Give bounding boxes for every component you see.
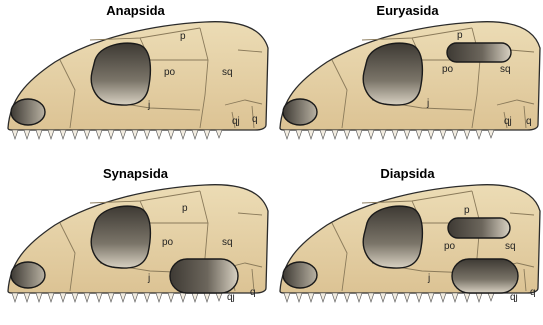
skull-diagram-synapsida: p po sq j qj q bbox=[0, 163, 271, 325]
panel-euryasida: Euryasida p po sq j qj q bbox=[272, 0, 543, 162]
upper-temporal-opening bbox=[447, 43, 511, 62]
label-sq: sq bbox=[222, 237, 233, 248]
label-sq: sq bbox=[500, 64, 511, 75]
skull-diagram-euryasida: p po sq j qj q bbox=[272, 0, 543, 162]
skull-diagram-diapsida: p po sq j qj q bbox=[272, 163, 543, 325]
label-q: q bbox=[526, 116, 532, 127]
panel-synapsida: Synapsida p po sq j qj q bbox=[0, 163, 271, 325]
skull-diagram-anapsida: p po sq j qj q bbox=[0, 0, 271, 162]
label-j: j bbox=[427, 273, 430, 284]
label-qj: qj bbox=[510, 292, 518, 303]
label-q: q bbox=[250, 287, 256, 298]
label-p: p bbox=[464, 205, 470, 216]
label-sq: sq bbox=[222, 67, 233, 78]
label-po: po bbox=[444, 241, 456, 252]
upper-temporal-opening bbox=[448, 218, 510, 238]
lower-temporal-opening bbox=[452, 259, 518, 293]
label-j: j bbox=[147, 100, 150, 111]
label-qj: qj bbox=[227, 292, 235, 303]
label-sq: sq bbox=[505, 241, 516, 252]
label-po: po bbox=[164, 67, 176, 78]
label-po: po bbox=[442, 64, 454, 75]
label-p: p bbox=[457, 30, 463, 41]
label-qj: qj bbox=[232, 116, 240, 127]
label-j: j bbox=[426, 98, 429, 109]
lower-temporal-opening bbox=[170, 259, 238, 293]
label-q: q bbox=[530, 287, 536, 298]
label-po: po bbox=[162, 237, 174, 248]
label-q: q bbox=[252, 114, 258, 125]
label-qj: qj bbox=[504, 116, 512, 127]
label-j: j bbox=[147, 273, 150, 284]
panel-anapsida: Anapsida p po sq j qj q bbox=[0, 0, 271, 162]
panel-diapsida: Diapsida p po sq j qj q bbox=[272, 163, 543, 325]
label-p: p bbox=[180, 31, 186, 42]
label-p: p bbox=[182, 203, 188, 214]
